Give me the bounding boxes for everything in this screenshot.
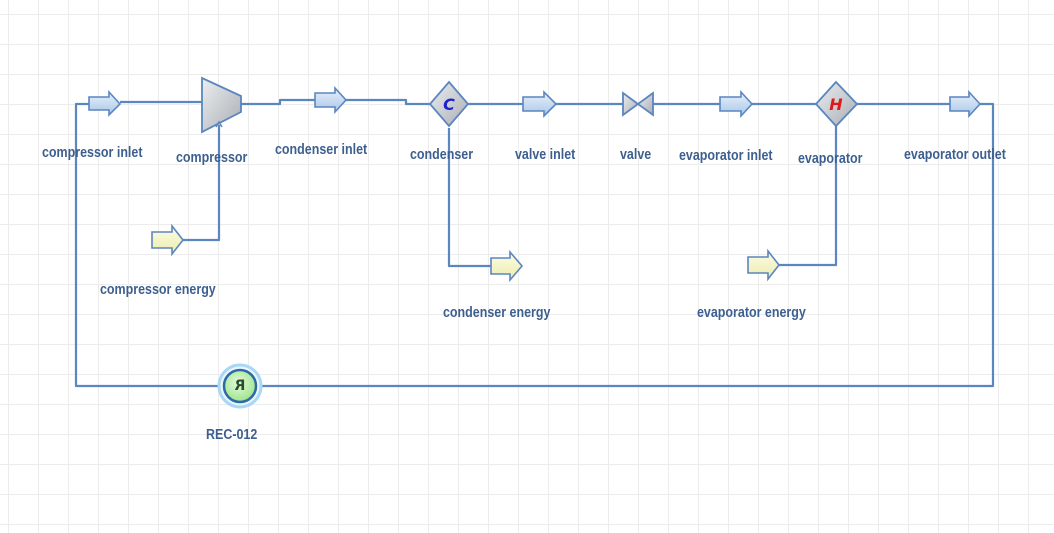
evaporator-energy-stream-icon[interactable] — [747, 248, 781, 282]
line-outlet-to-recycle — [259, 102, 995, 388]
line-evaporator-energy — [779, 126, 838, 267]
line-condenser-inlet-to-condenser — [346, 98, 430, 106]
valve-label: valve — [620, 147, 652, 163]
evaporator-inlet-label: evaporator inlet — [679, 148, 773, 164]
recycle-symbol: R — [234, 378, 245, 394]
evaporator-symbol: H — [829, 95, 843, 114]
line-recycle-to-compressor-inlet — [74, 102, 222, 388]
compressor-inlet-stream-icon[interactable] — [88, 89, 122, 117]
compressor-inlet-label: compressor inlet — [42, 145, 143, 161]
evaporator-label: evaporator — [798, 151, 863, 167]
condenser-label: condenser — [410, 147, 474, 163]
compressor-label: compressor — [176, 150, 248, 166]
evaporator-icon[interactable] — [814, 80, 859, 128]
condenser-icon[interactable] — [428, 80, 470, 128]
evaporator-outlet-label: evaporator outlet — [904, 147, 1006, 163]
evaporator-outlet-stream-icon[interactable] — [949, 89, 982, 119]
valve-inlet-label: valve inlet — [515, 147, 576, 163]
compressor-energy-stream-icon[interactable] — [151, 223, 185, 257]
valve-inlet-stream-icon[interactable] — [522, 90, 558, 118]
line-compressor-energy — [183, 125, 221, 242]
recycle-icon[interactable] — [222, 368, 258, 404]
line-compressor-to-condenser-inlet — [241, 98, 315, 106]
valve-icon[interactable] — [622, 91, 654, 117]
evaporator-inlet-stream-icon[interactable] — [719, 89, 754, 119]
line-condenser-energy — [447, 128, 491, 268]
connection-lines — [74, 98, 995, 388]
condenser-inlet-label: condenser inlet — [275, 142, 368, 158]
compressor-icon[interactable] — [201, 76, 242, 134]
condenser-energy-stream-icon[interactable] — [490, 249, 524, 283]
recycle-label: REC-012 — [206, 427, 258, 443]
condenser-energy-label: condenser energy — [443, 305, 551, 321]
compressor-energy-label: compressor energy — [100, 282, 216, 298]
condenser-symbol: C — [443, 95, 455, 114]
evaporator-energy-label: evaporator energy — [697, 305, 806, 321]
condenser-inlet-stream-icon[interactable] — [314, 85, 348, 115]
compressor-energy-port-arrow — [215, 120, 223, 128]
